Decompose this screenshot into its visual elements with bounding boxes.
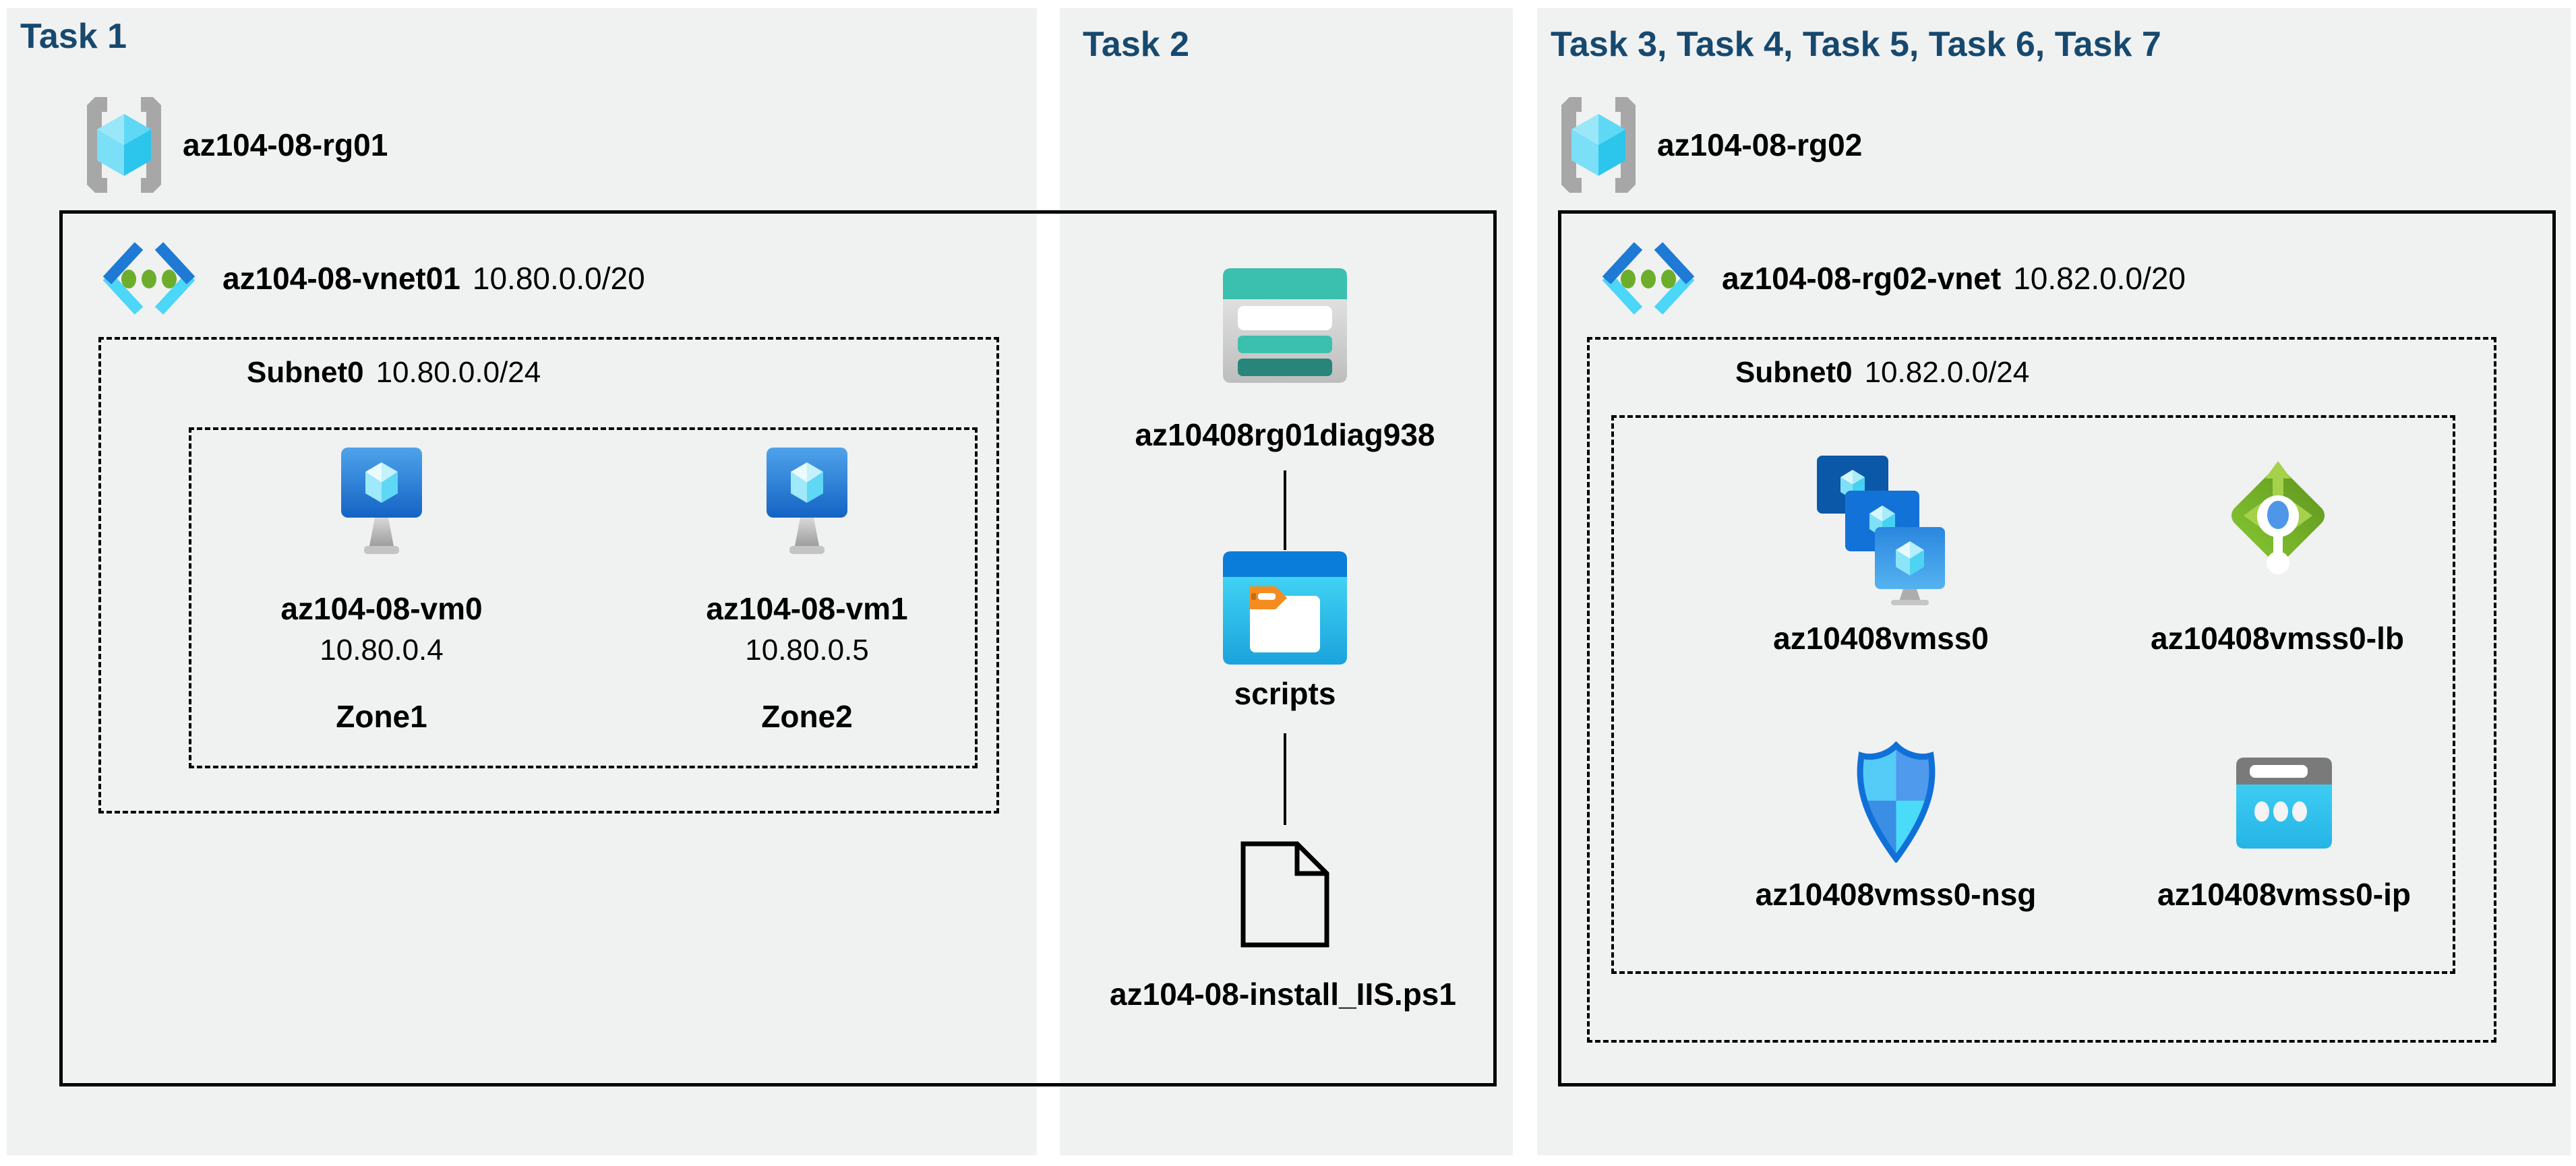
task1-subnet-label: Subnet0 10.80.0.0/24 xyxy=(247,356,541,390)
vm0-name: az104-08-vm0 xyxy=(280,591,483,626)
task1-header: Task 1 xyxy=(20,17,127,56)
virtual-network-icon xyxy=(98,241,200,316)
network-security-group-icon xyxy=(1854,741,1938,863)
task3-subnet-box xyxy=(1587,337,2496,1043)
task2-header: Task 2 xyxy=(1083,25,1190,64)
public-ip-icon xyxy=(2236,758,2332,849)
resource-group-icon xyxy=(1559,94,1638,195)
vnet3-name: az104-08-rg02-vnet xyxy=(1722,261,2002,296)
vm1-ip: 10.80.0.5 xyxy=(745,634,869,667)
vm1-zone: Zone2 xyxy=(761,699,853,734)
load-balancer-icon xyxy=(2219,443,2337,588)
task1-vm-group-box xyxy=(189,427,978,768)
task1-panel xyxy=(7,8,1037,1155)
script-file-icon xyxy=(1239,840,1331,949)
storage-account-icon xyxy=(1223,268,1347,383)
rg2-name: az104-08-rg02 xyxy=(1657,127,1863,162)
task3-vnet-box xyxy=(1558,210,2556,1086)
vm1-name: az104-08-vm1 xyxy=(706,591,908,626)
vm0-ip: 10.80.0.4 xyxy=(320,634,444,667)
subnet1-cidr: 10.80.0.0/24 xyxy=(376,356,541,389)
vnet3-cidr: 10.82.0.0/20 xyxy=(2013,261,2186,296)
subnet1-name: Subnet0 xyxy=(247,356,364,389)
vnet3-label: az104-08-rg02-vnet 10.82.0.0/20 xyxy=(1722,260,2186,297)
task1-vnet-box xyxy=(59,210,1497,1086)
vm1-icon xyxy=(767,448,847,558)
virtual-network-icon xyxy=(1598,241,1699,316)
task3-resource-group: az104-08-rg02 xyxy=(1559,94,1862,195)
task1-subnet-box xyxy=(98,337,999,814)
connector-storage-to-container xyxy=(1284,470,1286,550)
vnet1-label: az104-08-vnet01 10.80.0.0/20 xyxy=(222,260,645,297)
blob-container-icon xyxy=(1223,551,1347,665)
task3-header: Task 3, Task 4, Task 5, Task 6, Task 7 xyxy=(1551,25,2161,64)
task3-vnet: az104-08-rg02-vnet 10.82.0.0/20 xyxy=(1598,241,2186,315)
script-file-name: az104-08-install_IIS.ps1 xyxy=(1110,977,1456,1012)
vm-scale-set-icon xyxy=(1817,452,1945,605)
vm0-icon xyxy=(341,448,422,558)
task1-resource-group: az104-08-rg01 xyxy=(84,94,388,195)
vnet1-name: az104-08-vnet01 xyxy=(222,261,460,296)
resource-group-icon xyxy=(84,94,164,195)
rg1-name: az104-08-rg01 xyxy=(183,127,388,162)
subnet3-name: Subnet0 xyxy=(1735,356,1853,389)
task3-subnet-label: Subnet0 10.82.0.0/24 xyxy=(1735,356,2029,390)
task3-panel xyxy=(1537,8,2571,1155)
vm0-zone: Zone1 xyxy=(336,699,427,734)
container-name: scripts xyxy=(1234,676,1336,711)
connector-container-to-file xyxy=(1284,733,1286,825)
task1-vnet: az104-08-vnet01 10.80.0.0/20 xyxy=(98,241,645,315)
task3-resource-group-box xyxy=(1611,415,2455,974)
vmss-name: az10408vmss0 xyxy=(1773,621,1989,656)
storage-account-name: az10408rg01diag938 xyxy=(1135,417,1435,452)
subnet3-cidr: 10.82.0.0/24 xyxy=(1864,356,2030,389)
nsg-name: az10408vmss0-nsg xyxy=(1755,877,2037,912)
public-ip-name: az10408vmss0-ip xyxy=(2157,877,2411,912)
vnet1-cidr: 10.80.0.0/20 xyxy=(472,261,645,296)
lb-name: az10408vmss0-lb xyxy=(2151,621,2404,656)
